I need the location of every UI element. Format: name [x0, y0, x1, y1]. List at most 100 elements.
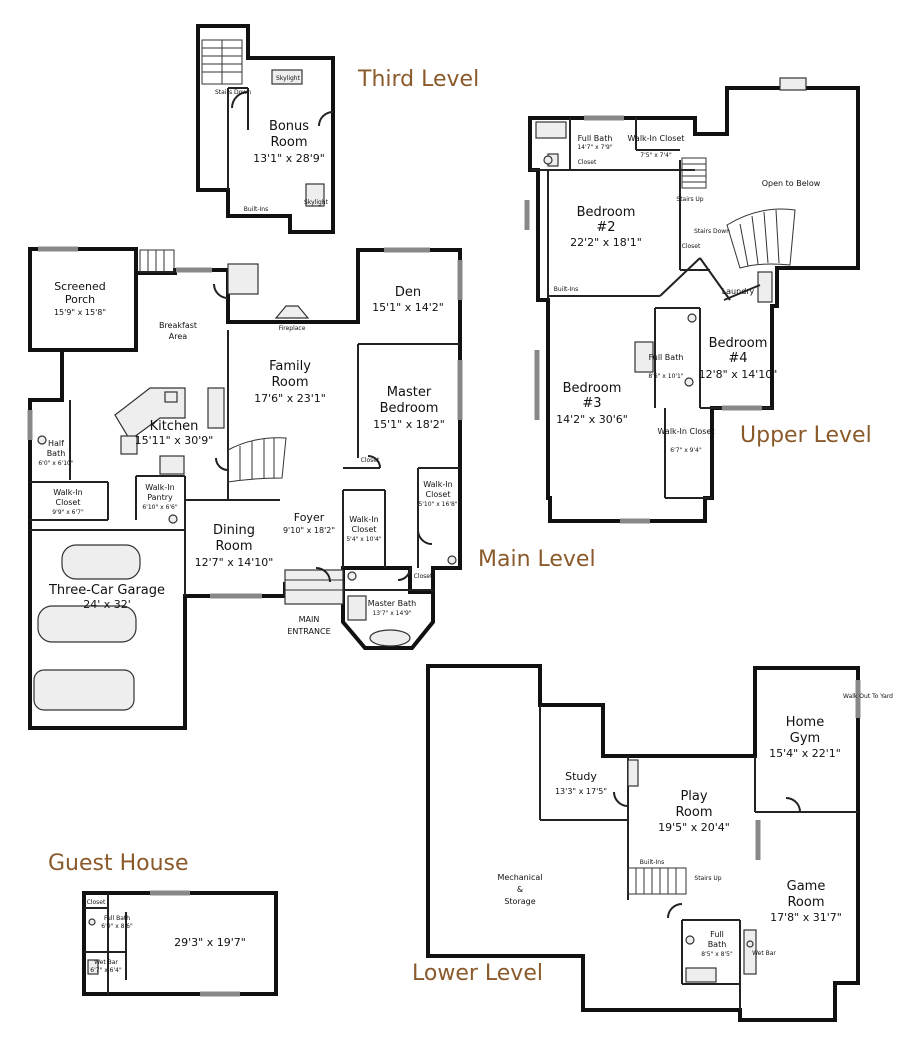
- walkin-closet-center-label-2: Closet: [352, 525, 377, 534]
- half-bath-label: Half: [48, 439, 64, 448]
- lower-full-bath-label: Full: [710, 930, 724, 939]
- foyer-dim: 9'10" x 18'2": [283, 526, 335, 535]
- guest-house-plan: [82, 890, 278, 997]
- walkin-pantry-label-2: Pantry: [147, 493, 173, 502]
- screened-porch-label-2: Porch: [65, 293, 95, 306]
- skylight-2: Skylight: [304, 199, 329, 206]
- walk-out-label: Walk Out To Yard: [843, 693, 893, 700]
- upper-level-plan: [524, 77, 860, 524]
- mechanical-label-2: Storage: [504, 897, 535, 906]
- upper-closet-2: Closet: [682, 243, 701, 250]
- bedroom3-num: #3: [582, 396, 601, 411]
- walkin-closet-right-label: Walk-In: [423, 480, 452, 489]
- walkin-pantry-label: Walk-In: [145, 483, 174, 492]
- lower-level-plan: [426, 664, 861, 1022]
- bedroom2-label: Bedroom: [577, 205, 636, 220]
- mechanical-amp: &: [517, 885, 523, 894]
- open-to-below-label: Open to Below: [762, 179, 821, 188]
- walkin-closet-right-label-2: Closet: [426, 490, 451, 499]
- play-room-label: Play: [680, 789, 707, 804]
- walkin-closet-center-label: Walk-In: [349, 515, 378, 524]
- master-bath-label: Master Bath: [368, 599, 416, 608]
- screened-porch-dim: 15'9" x 15'8": [54, 308, 106, 317]
- main-entrance-label-2: ENTRANCE: [287, 627, 330, 636]
- bonus-room-label: Bonus: [269, 119, 309, 134]
- breakfast-label: Breakfast: [159, 321, 197, 330]
- upper-closet-label: Closet: [578, 159, 597, 166]
- third-built-ins: Built-Ins: [244, 206, 268, 213]
- third-level-plan: [196, 24, 335, 234]
- walkin-closet-right-dim: 5'10" x 16'8": [418, 501, 457, 508]
- dining-room-label-2: Room: [215, 539, 252, 554]
- walkin-pantry-dim: 6'10" x 6'6": [142, 504, 178, 511]
- main-entrance-label: MAIN: [299, 615, 320, 624]
- master-bedroom-dim: 15'1" x 18'2": [373, 418, 445, 431]
- half-bath-dim: 6'0" x 6'10": [38, 460, 74, 467]
- game-room-label-2: Room: [787, 895, 824, 910]
- third-stairs-down: Stairs Down: [215, 89, 251, 96]
- upper-full-bath-2-label: Full Bath: [649, 353, 684, 362]
- play-room-dim: 19'5" x 20'4": [658, 821, 730, 834]
- mechanical-label: Mechanical: [497, 873, 542, 882]
- wet-bar-label: Wet Bar: [752, 950, 776, 957]
- den-dim: 15'1" x 14'2": [372, 301, 444, 314]
- study-dim: 13'3" x 17'5": [555, 787, 607, 796]
- bonus-room-label-2: Room: [270, 135, 307, 150]
- master-bath-dim: 13'7" x 14'9": [372, 610, 411, 617]
- upper-stairs-down: Stairs Down: [694, 228, 730, 235]
- family-room-label-2: Room: [271, 375, 308, 390]
- foyer-label: Foyer: [294, 511, 325, 524]
- master-bedroom-label: Master: [387, 385, 432, 400]
- main-closet-2-label: Closet: [414, 573, 433, 580]
- bedroom3-dim: 14'2" x 30'6": [556, 413, 628, 426]
- walkin-closet-center-dim: 5'4" x 10'4": [346, 536, 382, 543]
- guest-house-dim: 29'3" x 19'7": [174, 936, 246, 949]
- lower-full-bath-dim: 8'5" x 8'5": [701, 951, 733, 958]
- lower-full-bath-label-2: Bath: [708, 940, 727, 949]
- bedroom4-dim: 12'8" x 14'10": [699, 368, 778, 381]
- bedroom2-dim: 22'2" x 18'1": [570, 236, 642, 249]
- study-label: Study: [565, 770, 597, 783]
- game-room-dim: 17'8" x 31'7": [770, 911, 842, 924]
- main-closet-label: Closet: [361, 457, 380, 464]
- third-level-title: Third Level: [357, 67, 479, 92]
- skylight-1: Skylight: [276, 75, 301, 82]
- main-level-plan: [27, 246, 463, 730]
- fireplace-label: Fireplace: [279, 325, 306, 332]
- guest-full-bath-label: Full Bath: [104, 915, 130, 922]
- upper-walkin-closet-label: Walk-In Closet: [628, 134, 685, 143]
- guest-closet-label: Closet: [87, 899, 106, 906]
- bonus-room-dim: 13'1" x 28'9": [253, 152, 325, 165]
- upper-stairs-up: Stairs Up: [676, 196, 703, 203]
- bedroom2-num: #2: [596, 220, 615, 235]
- home-gym-label-2: Gym: [790, 731, 820, 746]
- play-room-label-2: Room: [675, 805, 712, 820]
- kitchen-label: Kitchen: [150, 419, 199, 434]
- laundry-label: Laundry: [722, 287, 755, 296]
- upper-walkin-closet-dim: 7'5" x 7'4": [640, 152, 672, 159]
- dining-room-dim: 12'7" x 14'10": [195, 556, 274, 569]
- bedroom4-label: Bedroom: [709, 336, 768, 351]
- guest-full-bath-dim: 6'0" x 8'6": [101, 923, 133, 930]
- upper-built-ins: Built-Ins: [554, 286, 578, 293]
- family-room-dim: 17'6" x 23'1": [254, 392, 326, 405]
- lower-stairs-up: Stairs Up: [694, 875, 721, 882]
- home-gym-label: Home: [786, 715, 824, 730]
- garage-label: Three-Car Garage: [48, 583, 165, 598]
- walkin-closet-left-label-2: Closet: [56, 498, 81, 507]
- bedroom3-label: Bedroom: [563, 381, 622, 396]
- lower-level-title: Lower Level: [412, 961, 543, 986]
- screened-porch-label: Screened: [54, 280, 106, 293]
- walkin-closet-left-label: Walk-In: [53, 488, 82, 497]
- garage-dim: 24' x 32': [83, 598, 131, 611]
- half-bath-label-2: Bath: [47, 449, 66, 458]
- family-room-label: Family: [269, 359, 311, 374]
- lower-built-ins: Built-Ins: [640, 859, 664, 866]
- main-level-title: Main Level: [478, 547, 596, 572]
- guest-wet-bar-label: Wet Bar: [94, 959, 118, 966]
- dining-room-label: Dining: [213, 523, 255, 538]
- upper-walkin-closet-2-dim: 6'7" x 9'4": [670, 447, 702, 454]
- breakfast-label-2: Area: [169, 332, 188, 341]
- upper-level-title: Upper Level: [740, 423, 872, 448]
